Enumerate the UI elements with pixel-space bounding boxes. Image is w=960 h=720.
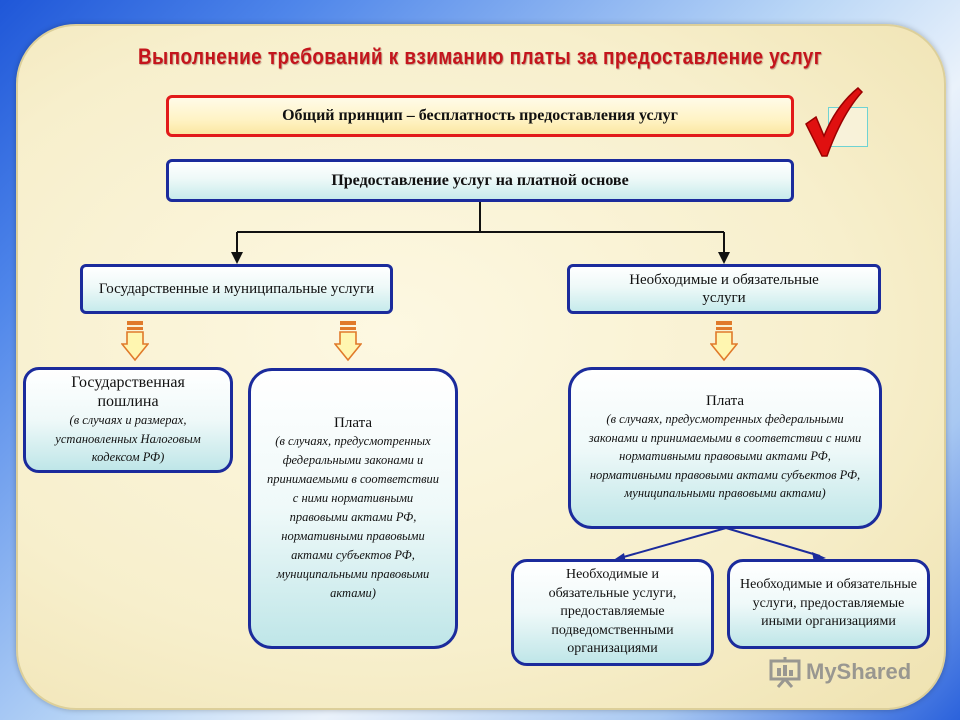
slide-title: Выполнение требований к взиманию платы з…: [137, 44, 823, 69]
state-duty-note: (в случаях и размерах, установленных Нал…: [55, 413, 201, 465]
subordinate-orgs-text: Необходимые и обязательные услуги, предо…: [548, 567, 677, 657]
required-services-text: Необходимые и обязательные услуги: [629, 272, 819, 306]
fee-right-box: Плата (в случаях, предусмотренных федера…: [568, 367, 882, 529]
paid-basis-text: Предоставление услуг на платной основе: [331, 171, 629, 189]
state-municipal-services-box: Государственные и муниципальные услуги: [80, 264, 393, 314]
down-arrow-icon: [121, 321, 149, 362]
required-services-box: Необходимые и обязательные услуги: [567, 264, 881, 314]
other-orgs-text: Необходимые и обязательные услуги, предо…: [740, 577, 917, 630]
checkmark-icon: [805, 86, 864, 157]
fee-left-box: Плата (в случаях, предусмотренных федера…: [248, 368, 458, 649]
fee-right-title: Плата: [706, 393, 744, 410]
watermark-brand: MyShared: [806, 659, 912, 684]
principle-box: Общий принцип – бесплатность предоставле…: [166, 95, 794, 137]
fee-left-title: Плата: [334, 414, 372, 431]
down-arrow-icon: [334, 321, 362, 362]
state-duty-box: Государственная пошлина (в случаях и раз…: [23, 367, 233, 473]
watermark: MyShared: [768, 656, 911, 688]
fee-left-note: (в случаях, предусмотренных федеральными…: [266, 433, 440, 600]
state-duty-title: Государственная пошлина: [71, 374, 185, 411]
paid-basis-box: Предоставление услуг на платной основе: [166, 159, 794, 202]
down-arrow-icon: [710, 321, 738, 362]
presentation-icon: [769, 657, 801, 688]
fee-right-note: (в случаях, предусмотренных федеральными…: [588, 412, 862, 501]
state-municipal-services-text: Государственные и муниципальные услуги: [98, 281, 375, 297]
other-orgs-box: Необходимые и обязательные услуги, предо…: [727, 559, 930, 649]
principle-text: Общий принцип – бесплатность предоставле…: [282, 107, 678, 124]
subordinate-orgs-box: Необходимые и обязательные услуги, предо…: [511, 559, 714, 666]
